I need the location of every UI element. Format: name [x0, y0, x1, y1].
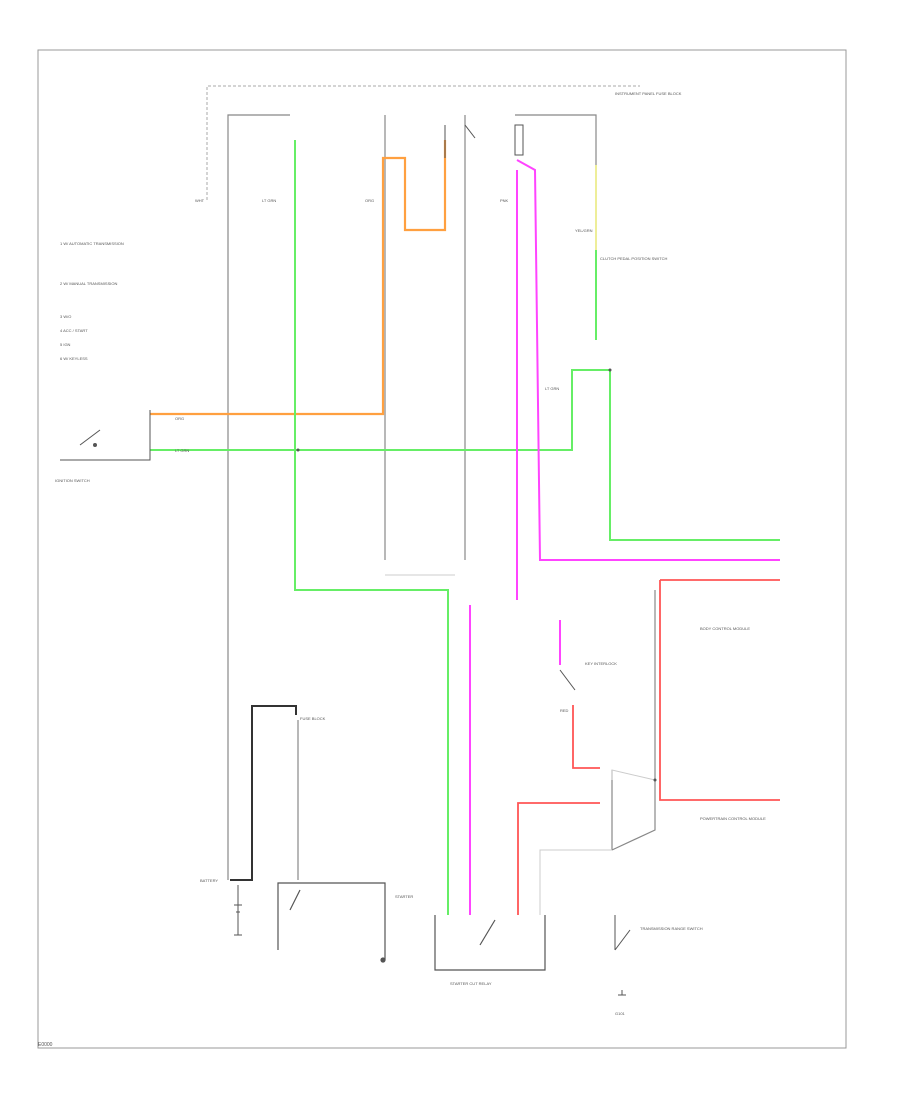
wire-label: LT GRN [175, 448, 189, 453]
instrument-panel-fuse-label: INSTRUMENT PANEL FUSE BLOCK [615, 91, 682, 96]
wire-label: RED [560, 708, 569, 713]
key-interlock-label: KEY INTERLOCK [585, 661, 617, 666]
pcm-label: POWERTRAIN CONTROL MODULE [700, 816, 766, 821]
diagram-id: E0000 [38, 1042, 53, 1048]
legend-item: 3 W/O [60, 314, 71, 319]
fuse-block-label: FUSE BLOCK [300, 716, 326, 721]
ground-label: G101 [615, 1011, 626, 1016]
connectors [296, 368, 657, 782]
green-wires [150, 140, 780, 915]
key-interlock-switch[interactable] [559, 669, 576, 691]
wire-label: ORG [365, 198, 374, 203]
clutch-switch-label: CLUTCH PEDAL POSITION SWITCH [600, 256, 668, 261]
legend-item: 6 W/ KEYLESS [60, 356, 88, 361]
starter-label: STARTER [395, 894, 413, 899]
starter-relay-label: STARTER CUT RELAY [450, 981, 492, 986]
diagram-border [37, 49, 847, 1049]
orange-wire [150, 140, 447, 416]
fuse-block-outline [206, 85, 640, 200]
bcm-label: BODY CONTROL MODULE [700, 626, 750, 631]
magenta-wires [469, 159, 780, 915]
legend-item: 4 ACC / START [60, 328, 88, 333]
wire-label: LT GRN [262, 198, 276, 203]
wire-label: WHT [195, 198, 205, 203]
legend-item: 2 W/ MANUAL TRANSMISSION [60, 281, 117, 286]
wire-label: ORG [175, 416, 184, 421]
light-wires [385, 574, 656, 915]
starter-motor[interactable] [277, 882, 386, 963]
battery-cable [230, 705, 297, 881]
red-wires [517, 579, 780, 915]
ignition-switch-label: IGNITION SWITCH [55, 478, 90, 483]
legend-item: 1 W/ AUTOMATIC TRANSMISSION [60, 241, 124, 246]
wire-label: PNK [500, 198, 509, 203]
wire-label: YEL/GRN [575, 228, 593, 233]
ignition-switch[interactable] [60, 410, 151, 461]
range-switch[interactable] [614, 915, 631, 996]
range-switch-label: TRANSMISSION RANGE SWITCH [640, 926, 703, 931]
battery-label: BATTERY [200, 878, 218, 883]
battery-symbol[interactable] [234, 885, 242, 936]
gray-wires [227, 114, 656, 880]
wire-label: LT GRN [545, 386, 559, 391]
legend: 1 W/ AUTOMATIC TRANSMISSION 2 W/ MANUAL … [60, 241, 124, 361]
starter-relay-box[interactable] [434, 915, 546, 971]
legend-item: 5 IGN [60, 342, 71, 347]
relay-switch-top [444, 124, 524, 158]
